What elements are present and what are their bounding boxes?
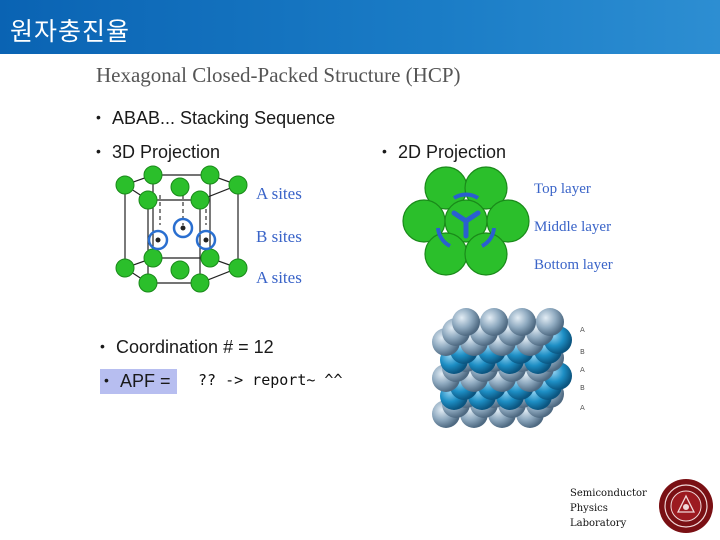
- lab-name: Semiconductor Physics Laboratory: [570, 486, 647, 531]
- sphere-atom: [508, 308, 536, 336]
- bullet-dot: •: [382, 143, 387, 159]
- lab-name-line-3: Laboratory: [570, 518, 627, 529]
- site-label-b: B sites: [256, 227, 302, 246]
- title-bar: 원자충진율: [0, 0, 720, 54]
- sphere-atom: [536, 308, 564, 336]
- lab-name-line-1: Semiconductor: [570, 488, 647, 499]
- hcp-3d-projection-diagram: [115, 165, 248, 293]
- stack-letter-5: A: [580, 404, 585, 412]
- page-title: 원자충진율: [10, 17, 131, 46]
- stack-letter-3: A: [580, 366, 585, 374]
- hcp-2d-projection-diagram: [402, 166, 530, 276]
- site-label-a-bottom: A sites: [256, 268, 302, 287]
- bullet-2d-text: 2D Projection: [398, 142, 507, 162]
- layer-label-bottom: Bottom layer: [534, 257, 613, 273]
- bullet-coordination-text: Coordination # = 12: [116, 337, 274, 357]
- university-seal-icon: [659, 479, 713, 533]
- bullet-3d-projection: • 3D Projection: [96, 142, 220, 163]
- bullet-stacking-text: ABAB... Stacking Sequence: [112, 108, 336, 128]
- bullet-apf: • APF =: [100, 369, 177, 394]
- layer-label-middle: Middle layer: [534, 219, 612, 235]
- bullet-apf-text: APF =: [120, 371, 171, 391]
- bullet-2d-projection: • 2D Projection: [382, 142, 506, 163]
- stack-letter-1: A: [580, 326, 585, 334]
- stack-letter-4: B: [580, 384, 585, 392]
- bullet-dot: •: [96, 109, 101, 125]
- layer-label-top: Top layer: [534, 181, 591, 197]
- bullet-stacking: • ABAB... Stacking Sequence: [96, 108, 335, 129]
- bullet-dot: •: [96, 143, 101, 159]
- bullet-dot: •: [100, 338, 105, 354]
- stack-letter-2: B: [580, 348, 585, 356]
- sphere-atom: [480, 308, 508, 336]
- bullet-coordination: • Coordination # = 12: [100, 337, 274, 358]
- lab-name-line-2: Physics: [570, 503, 608, 514]
- slide-heading: Hexagonal Closed-Packed Structure (HCP): [96, 63, 461, 87]
- sphere-atom: [452, 308, 480, 336]
- site-label-a-top: A sites: [256, 184, 302, 203]
- hcp-sphere-stack-model: A B A B A: [432, 308, 585, 428]
- bullet-3d-text: 3D Projection: [112, 142, 221, 162]
- apf-note: ?? -> report~ ^^: [198, 371, 343, 389]
- bullet-dot: •: [104, 372, 109, 388]
